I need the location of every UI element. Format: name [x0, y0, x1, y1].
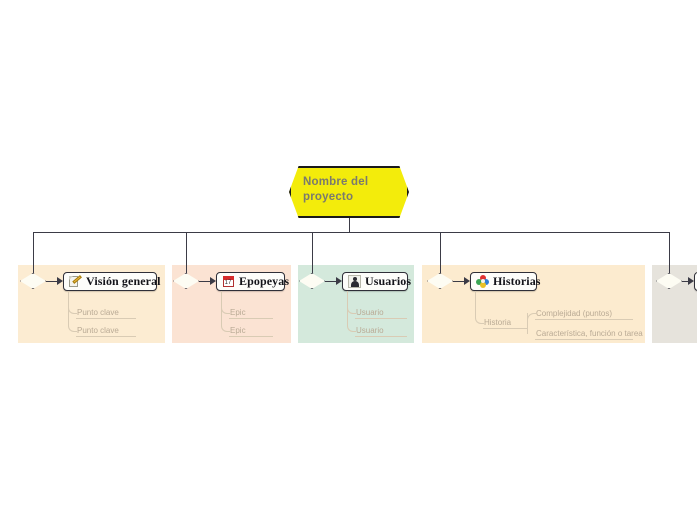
- flower-icon: [476, 275, 489, 288]
- root-node-label: Nombre del proyecto: [303, 176, 369, 203]
- branch-arrow-head-usuarios: [336, 276, 342, 285]
- node-title-epopeyas: Epopeyas: [239, 274, 290, 288]
- node-title-vision-general: Visión general: [86, 274, 161, 288]
- node-title-usuarios: Usuarios: [365, 274, 412, 288]
- connector-drop-1: [33, 232, 34, 273]
- child-label-punto-clave-1[interactable]: Punto clave: [77, 308, 119, 317]
- branch-diamond-historias[interactable]: [427, 273, 453, 289]
- branch-arrow-head-vision-general: [57, 276, 63, 285]
- child-connector-historia-sub-2: [527, 313, 528, 334]
- calendar-icon: 17: [222, 275, 235, 288]
- person-icon: [348, 275, 361, 288]
- branch-arrow-line-usuarios: [325, 280, 340, 282]
- branch-arrow-head-extra: [688, 276, 694, 285]
- branch-diamond-usuarios[interactable]: [299, 273, 325, 289]
- child-connector-usuarios-2: [347, 291, 356, 332]
- branch-arrow-line-historias: [453, 280, 468, 282]
- child-label-epic-2[interactable]: Epic: [230, 326, 246, 335]
- child-label-historia[interactable]: Historia: [484, 318, 512, 327]
- branch-arrow-head-epopeyas: [210, 276, 216, 285]
- child-label-complejidad[interactable]: Complejidad (puntos): [536, 309, 613, 318]
- node-historias[interactable]: Historias: [470, 272, 540, 291]
- connector-drop-5: [669, 232, 670, 273]
- node-vision-general[interactable]: Visión general: [63, 272, 161, 291]
- child-underline-complejidad: [535, 319, 633, 320]
- child-label-usuario-2[interactable]: Usuario: [356, 326, 384, 335]
- calendar-day-label: 17: [224, 279, 232, 286]
- connector-drop-2: [186, 232, 187, 273]
- connector-drop-4: [440, 232, 441, 273]
- child-underline-caracteristica: [535, 339, 633, 340]
- branch-diamond-epopeyas[interactable]: [173, 273, 199, 289]
- child-connector-epopeyas-2: [221, 291, 230, 332]
- diamond-shape: [20, 273, 46, 289]
- child-label-epic-1[interactable]: Epic: [230, 308, 246, 317]
- connector-bus: [33, 232, 669, 233]
- child-underline-historia: [483, 328, 527, 329]
- node-extra[interactable]: [694, 272, 697, 291]
- node-epopeyas[interactable]: 17 Epopeyas: [216, 272, 289, 291]
- root-node[interactable]: Nombre del proyecto: [289, 166, 409, 218]
- child-label-usuario-1[interactable]: Usuario: [356, 308, 384, 317]
- root-stem: [349, 218, 350, 232]
- child-underline-1: [76, 318, 136, 319]
- child-connector-historia-sub: [527, 313, 536, 330]
- diamond-shape: [427, 273, 453, 289]
- child-connector-vision-general-2: [68, 291, 77, 332]
- child-underline-4: [229, 336, 273, 337]
- diamond-shape: [173, 273, 199, 289]
- branch-arrow-line-extra: [682, 280, 692, 282]
- child-label-caracteristica[interactable]: Característica, función o tarea: [536, 329, 643, 338]
- diamond-shape: [656, 273, 682, 289]
- child-underline-6: [355, 336, 407, 337]
- branch-diamond-vision-general[interactable]: [20, 273, 46, 289]
- branch-arrow-head-historias: [464, 276, 470, 285]
- child-label-punto-clave-2[interactable]: Punto clave: [77, 326, 119, 335]
- diamond-shape: [299, 273, 325, 289]
- branch-arrow-line-epopeyas: [199, 280, 214, 282]
- branch-arrow-line-vision-general: [46, 280, 61, 282]
- note-pencil-icon: [69, 275, 82, 288]
- child-underline-3: [229, 318, 273, 319]
- child-underline-5: [355, 318, 407, 319]
- child-underline-2: [76, 336, 136, 337]
- branch-diamond-extra[interactable]: [656, 273, 682, 289]
- child-connector-historia: [475, 291, 484, 324]
- node-title-historias: Historias: [493, 274, 541, 288]
- connector-drop-3: [312, 232, 313, 273]
- root-node-shape: [289, 166, 409, 218]
- node-usuarios[interactable]: Usuarios: [342, 272, 412, 291]
